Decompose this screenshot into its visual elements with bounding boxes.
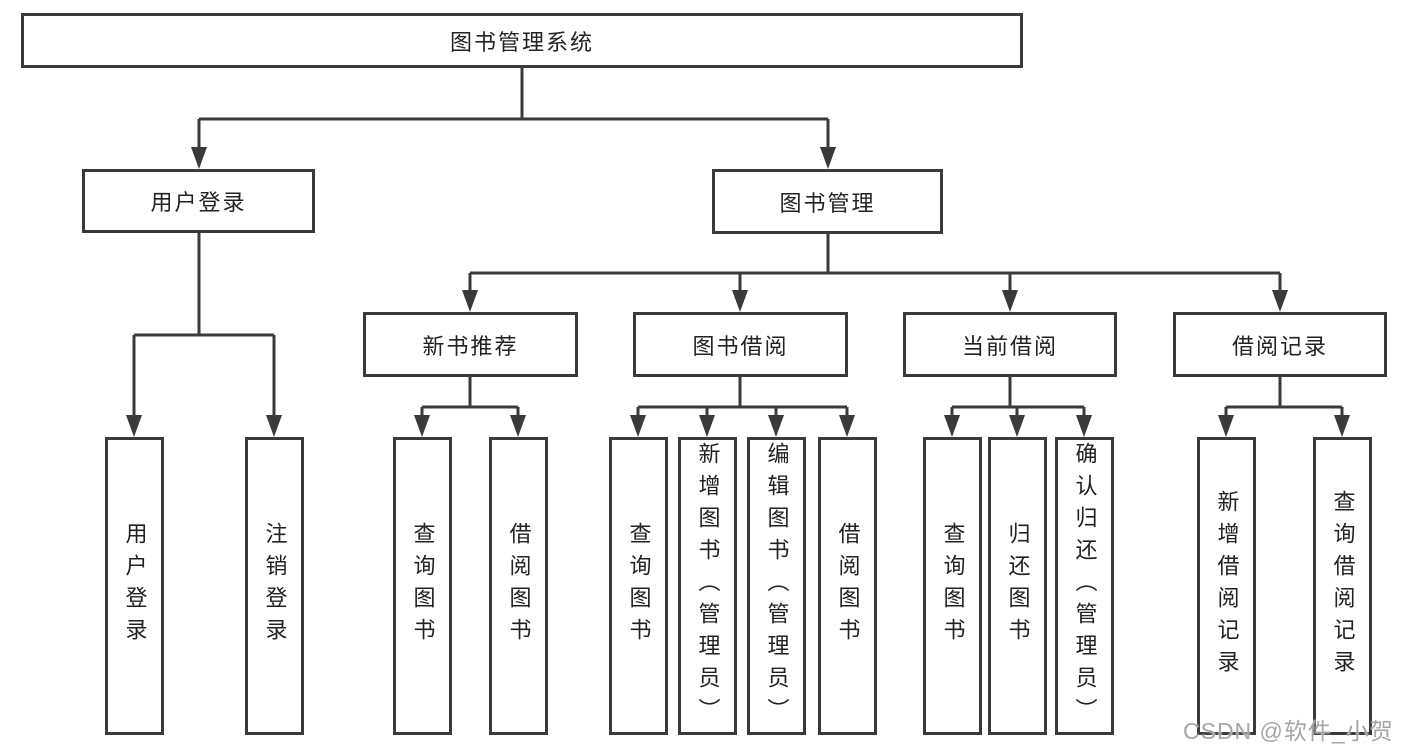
leaf-borrow-books-recommend: 借阅图书: [489, 437, 548, 735]
node-user-login: 用户登录: [82, 169, 315, 233]
leaf-return-books: 归还图书: [988, 437, 1047, 735]
leaf-user-login: 用户登录: [105, 437, 164, 735]
node-current-borrowing: 当前借阅: [903, 312, 1117, 377]
csdn-watermark: CSDN @软件_小贺同学: [1183, 718, 1394, 744]
leaf-query-books-current: 查询图书: [923, 437, 982, 735]
node-library-management-system: 图书管理系统: [21, 13, 1023, 68]
node-borrowing-records: 借阅记录: [1173, 312, 1387, 377]
node-new-book-recommendation: 新书推荐: [363, 312, 578, 377]
leaf-logout: 注销登录: [245, 437, 304, 735]
node-book-management: 图书管理: [712, 169, 943, 234]
leaf-add-borrow-record: 新增借阅记录: [1197, 437, 1256, 735]
leaf-add-books-admin: 新增图书（管理员）: [678, 437, 737, 735]
leaf-confirm-return-admin: 确认归还（管理员）: [1055, 437, 1114, 735]
leaf-query-books-borrowing: 查询图书: [609, 437, 668, 735]
node-book-borrowing: 图书借阅: [633, 312, 848, 377]
leaf-query-borrow-record: 查询借阅记录: [1313, 437, 1372, 735]
leaf-borrow-books: 借阅图书: [818, 437, 877, 735]
leaf-query-books-recommend: 查询图书: [393, 437, 452, 735]
leaf-edit-books-admin: 编辑图书（管理员）: [747, 437, 806, 735]
